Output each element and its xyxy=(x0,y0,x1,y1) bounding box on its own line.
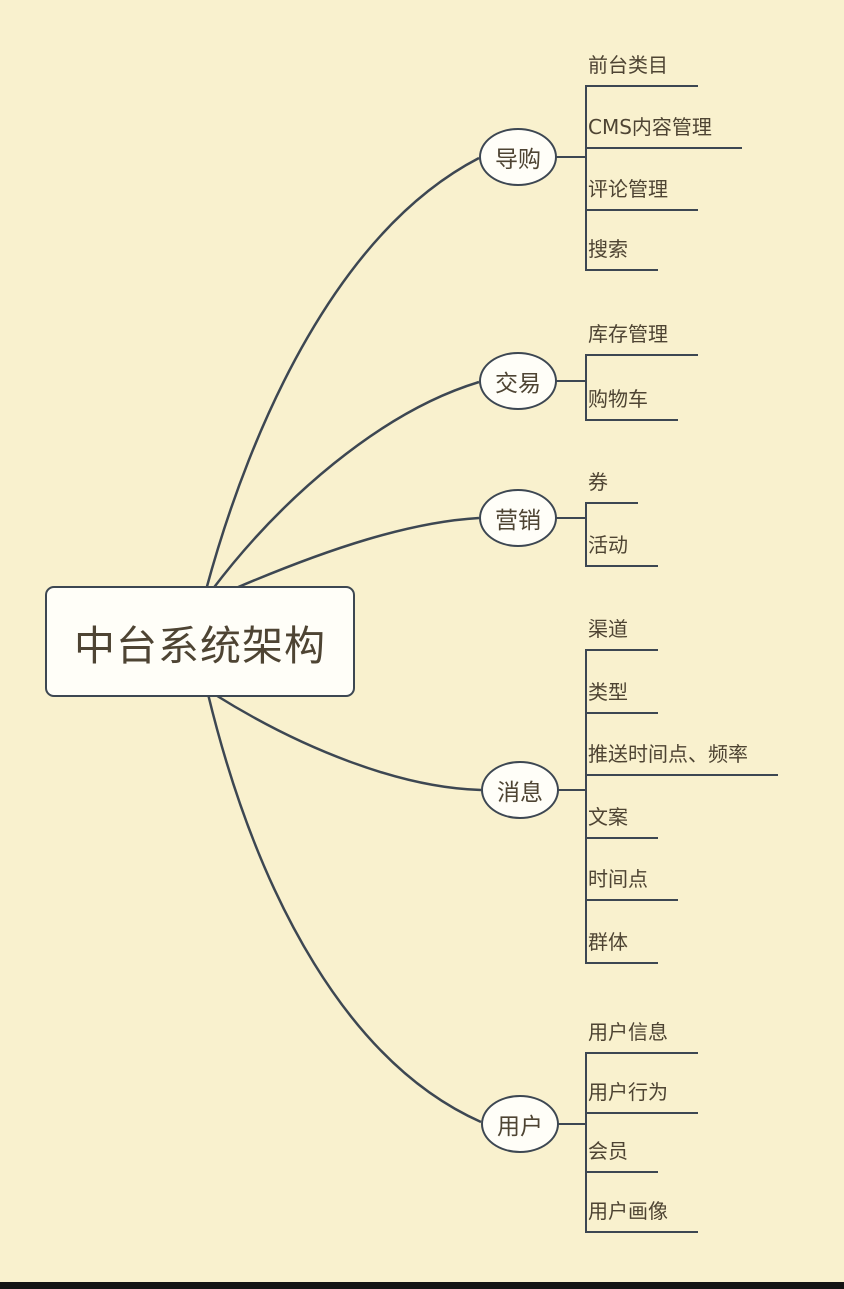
topic-time-point[interactable]: 时间点 xyxy=(585,866,678,901)
topic-inventory-management[interactable]: 库存管理 xyxy=(585,321,698,356)
branch-user-label: 用户 xyxy=(497,1114,543,1140)
branch-marketing[interactable]: 营销 xyxy=(479,489,557,547)
topic-copywriting[interactable]: 文案 xyxy=(585,804,658,839)
topic-activity[interactable]: 活动 xyxy=(585,532,658,567)
topic-coupon[interactable]: 券 xyxy=(585,469,638,504)
topic-search[interactable]: 搜索 xyxy=(585,236,658,271)
topic-channel[interactable]: 渠道 xyxy=(585,616,658,651)
root-topic[interactable]: 中台系统架构 xyxy=(45,586,355,697)
window-bottom-edge xyxy=(0,1282,844,1289)
topic-comment-management[interactable]: 评论管理 xyxy=(585,176,698,211)
topic-shopping-cart[interactable]: 购物车 xyxy=(585,386,678,421)
topic-cms-content-management[interactable]: CMS内容管理 xyxy=(585,114,742,149)
topic-user-profile[interactable]: 用户画像 xyxy=(585,1198,698,1233)
branch-message[interactable]: 消息 xyxy=(481,761,559,819)
topic-user-info[interactable]: 用户信息 xyxy=(585,1019,698,1054)
branch-user[interactable]: 用户 xyxy=(481,1095,559,1153)
topic-group[interactable]: 群体 xyxy=(585,929,658,964)
branch-guide[interactable]: 导购 xyxy=(479,128,557,186)
branch-trade-label: 交易 xyxy=(495,371,541,397)
branch-trade[interactable]: 交易 xyxy=(479,352,557,410)
branch-marketing-label: 营销 xyxy=(495,508,541,534)
branch-message-label: 消息 xyxy=(497,780,543,806)
branch-guide-label: 导购 xyxy=(495,147,541,173)
root-topic-label: 中台系统架构 xyxy=(74,621,326,670)
topic-user-behavior[interactable]: 用户行为 xyxy=(585,1079,698,1114)
topic-frontend-category[interactable]: 前台类目 xyxy=(585,52,698,87)
topic-type[interactable]: 类型 xyxy=(585,679,658,714)
topic-push-time-frequency[interactable]: 推送时间点、频率 xyxy=(585,741,778,776)
topic-membership[interactable]: 会员 xyxy=(585,1138,658,1173)
